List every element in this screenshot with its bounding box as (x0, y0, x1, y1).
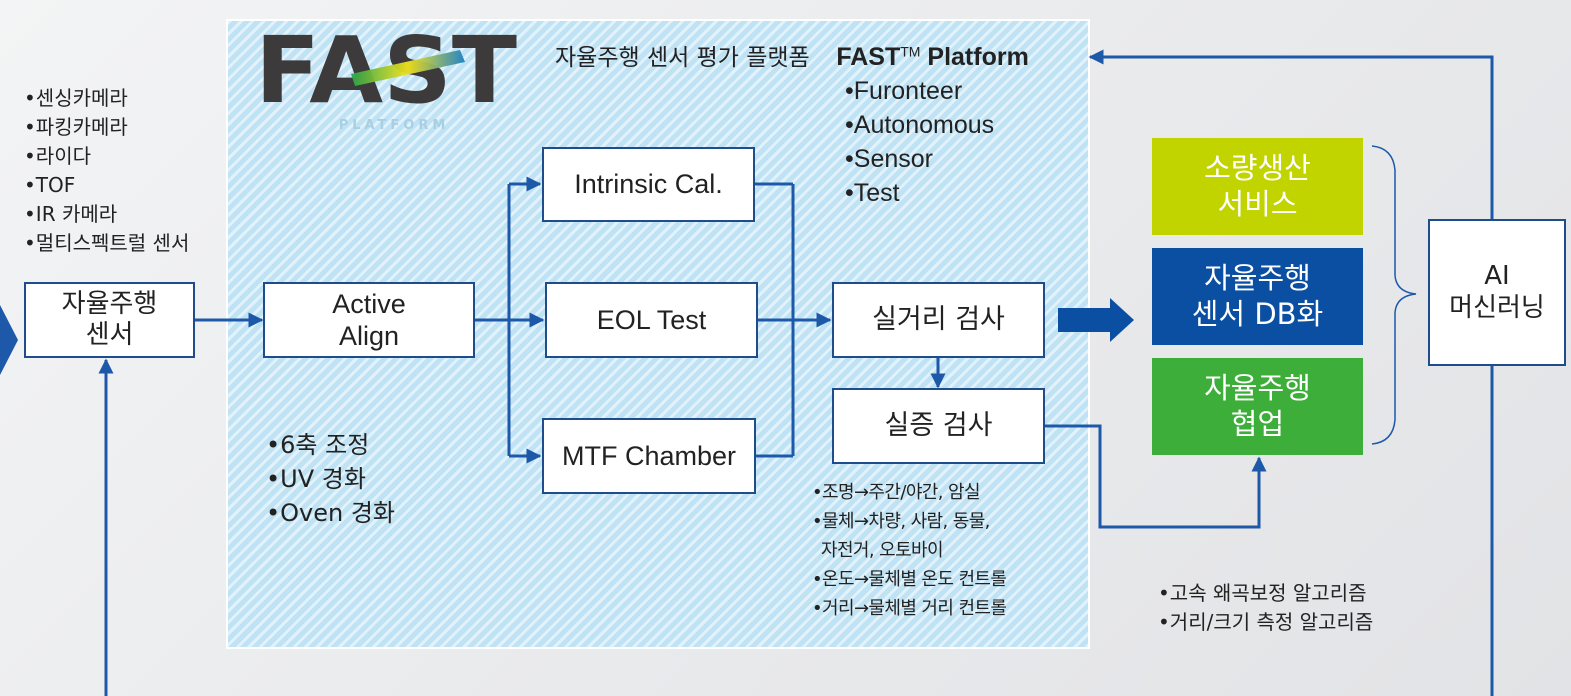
small-batch-service-label: 소량생산 서비스 (1204, 151, 1311, 221)
list-item: UV 경화 (266, 462, 395, 496)
validation-node: 실증 검사 (832, 388, 1045, 464)
eol-test-label: EOL Test (596, 304, 707, 335)
list-item: 거리→물체별 거리 컨트롤 (812, 594, 1007, 623)
algorithm-list: 고속 왜곡보정 알고리즘 거리/크기 측정 알고리즘 (1158, 579, 1373, 637)
left-chevron-icon (0, 305, 18, 375)
eol-test-node: EOL Test (545, 282, 758, 358)
list-item: TOF (24, 171, 189, 200)
real-distance-label: 실거리 검사 (872, 303, 1005, 335)
list-item: 파킹카메라 (24, 113, 189, 142)
mtf-chamber-node: MTF Chamber (542, 418, 756, 494)
list-item: 온도→물체별 온도 컨트롤 (812, 565, 1007, 594)
active-align-label: Active Align (332, 288, 406, 351)
cooperation-box: 자율주행 협업 (1152, 358, 1363, 455)
trademark-mark: TM (900, 43, 921, 60)
list-item: Sensor (845, 142, 994, 176)
sensor-db-box: 자율주행 센서 DB화 (1152, 248, 1363, 345)
ai-ml-node: AI 머신러닝 (1428, 219, 1566, 366)
intrinsic-cal-label: Intrinsic Cal. (574, 169, 723, 200)
list-item: 거리/크기 측정 알고리즘 (1158, 608, 1373, 637)
arrow-validation-to-cooperation (1045, 424, 1267, 529)
platform-title: 자율주행 센서 평가 플랫폼 FASTTM Platform (555, 38, 1029, 72)
validation-conditions-list: 조명→주간/야간, 암실 물체→차량, 사람, 동물, 자전거, 오토바이 온도… (812, 478, 1007, 623)
sensor-db-label: 자율주행 센서 DB화 (1191, 261, 1324, 331)
cooperation-label: 자율주행 협업 (1204, 371, 1311, 441)
list-item: Furonteer (845, 74, 994, 108)
list-item: 멀티스펙트럴 센서 (24, 229, 190, 258)
fast-logo: FAST PLATFORM (255, 17, 520, 138)
sensor-type-list: 센싱카메라 파킹카메라 라이다 TOF IR 카메라 멀티스펙트럴 센서 (24, 84, 190, 258)
list-item: 자전거, 오토바이 (821, 540, 944, 561)
list-item: Oven 경화 (266, 496, 395, 530)
list-item: 6축 조정 (266, 428, 395, 462)
list-item: IR 카메라 (24, 200, 189, 229)
arrow-ai-to-platform (1088, 49, 1494, 219)
list-item: Test (845, 176, 994, 210)
intrinsic-cal-node: Intrinsic Cal. (542, 147, 755, 222)
small-batch-service-box: 소량생산 서비스 (1152, 138, 1363, 235)
active-align-node: Active Align (263, 282, 475, 358)
block-arrow-icon (1058, 298, 1134, 342)
mtf-chamber-label: MTF Chamber (561, 440, 737, 471)
real-distance-node: 실거리 검사 (832, 282, 1045, 358)
align-steps-list: 6축 조정 UV 경화 Oven 경화 (266, 428, 395, 530)
validation-label: 실증 검사 (884, 409, 993, 441)
list-item: 물체→차량, 사람, 동물, (812, 507, 1006, 536)
sensor-node-label: 자율주행 센서 (61, 288, 158, 350)
acronym-list: Furonteer Autonomous Sensor Test (845, 74, 994, 210)
list-item: 고속 왜곡보정 알고리즘 (1158, 579, 1373, 608)
brand-name: FAST (836, 43, 901, 71)
list-item: 센싱카메라 (24, 84, 189, 113)
ai-ml-label: AI 머신러닝 (1449, 261, 1545, 323)
sensor-node: 자율주행 센서 (24, 282, 195, 358)
list-item: 라이다 (24, 142, 189, 171)
korean-title: 자율주행 센서 평가 플랫폼 (555, 45, 810, 71)
brace-icon (1371, 145, 1417, 445)
list-item: Autonomous (845, 108, 994, 142)
list-item: 조명→주간/야간, 암실 (812, 478, 1006, 507)
brand-suffix: Platform (920, 43, 1029, 71)
logo-subtext: PLATFORM (338, 118, 450, 133)
